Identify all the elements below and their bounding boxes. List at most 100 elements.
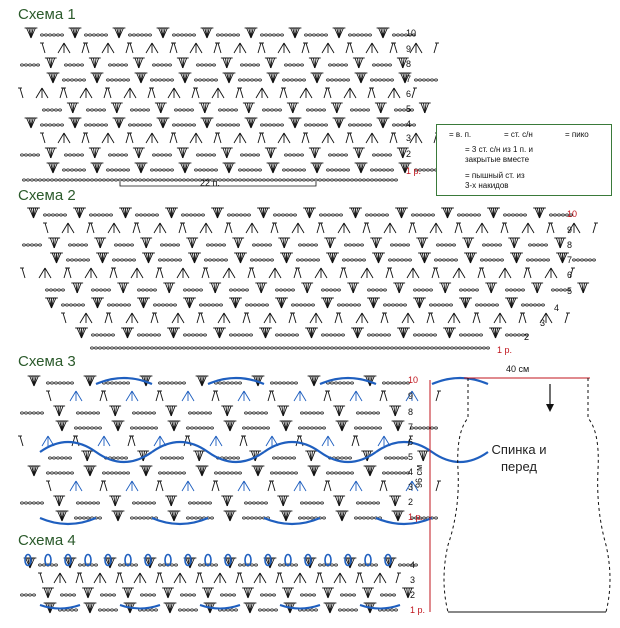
scheme-3-dc [239,435,244,447]
scheme-2-base-chain [410,346,414,350]
scheme-3-chain [382,471,386,475]
scheme-2-bottom-fan [81,327,87,339]
scheme-3-chain [50,381,54,385]
scheme-1-chain [354,108,358,112]
scheme-2-fan [536,282,542,294]
scheme-2-cluster [452,267,460,279]
scheme-3-cluster [411,480,419,492]
scheme-1-dc [349,42,354,54]
scheme-2-chain [557,213,561,217]
scheme-2-chain [185,213,189,217]
scheme-1-chain [412,123,416,127]
scheme-2-bottom-chain [279,333,283,337]
scheme-1-fan [94,57,100,69]
scheme-1-chain [368,123,372,127]
scheme-2-base-chain [178,346,182,350]
scheme-2-fan [76,282,82,294]
scheme-4-chain [238,563,242,567]
scheme-2-chain [459,288,463,292]
scheme-1-dc [323,87,328,99]
scheme-1-dc [389,132,394,144]
scheme-1-fan [94,147,100,159]
scheme-2-chain [362,258,366,262]
scheme-1-chain [334,78,338,82]
scheme-1-fan [338,117,344,129]
scheme-4-fan [167,587,173,599]
scheme-4-chain [170,563,174,567]
scheme-2-chain [275,288,279,292]
scheme-1-chain [198,168,202,172]
scheme-4-puff-stitch [64,553,72,567]
scheme-3-row-4: 4 [408,467,414,477]
scheme-1-fan [424,102,430,114]
scheme-1-chain [54,108,58,112]
scheme-4-puff-stitch [344,553,352,567]
scheme-1-fan [138,57,144,69]
scheme-1-chain [214,78,218,82]
scheme-1-chain [44,123,48,127]
scheme-2-chain [373,213,377,217]
scheme-2-bottom-fan [311,327,317,339]
scheme-1-cluster [167,87,175,99]
scheme-2-dc [178,222,183,234]
scheme-4-chain [74,608,78,612]
scheme-1-dc [129,42,134,54]
scheme-1-fan [74,27,80,39]
scheme-1-base-chain [62,178,66,182]
scheme-2-bottom-fan [127,327,133,339]
scheme-4-chain [322,563,326,567]
scheme-2-base-chain [458,346,462,350]
scheme-2-base-chain [194,346,198,350]
scheme-2-lower-dc [154,312,159,324]
scheme-3-chain [174,471,178,475]
scheme-2-base-chain [214,346,218,350]
scheme-1-dc [327,87,332,99]
scheme-2-chain [434,258,438,262]
scheme-2-chain [181,213,185,217]
scheme-1-chain [276,123,280,127]
scheme-3-chain [306,426,310,430]
scheme-2-dc [500,222,505,234]
scheme-1-chain [250,78,254,82]
scheme-3-chain [86,426,90,430]
scheme-3-chain [70,381,74,385]
scheme-1-base-chain [158,178,162,182]
scheme-2-chain [210,243,214,247]
scheme-2-bottom-chain [463,333,467,337]
scheme-4-scallop-accent [279,604,321,610]
scheme-1-chain [96,123,100,127]
scheme-2-cluster [366,267,374,279]
scheme-3-chain [238,381,242,385]
scheme-2-bottom-chain [433,333,437,337]
scheme-2-lower-cluster [401,312,409,324]
scheme-3-chain [210,516,214,520]
scheme-2-bottom-chain [191,333,195,337]
scheme-1-base-chain [82,178,86,182]
scheme-1-fan [140,72,146,84]
scheme-4-chain [300,593,304,597]
scheme-3-chain [190,516,194,520]
scheme-1-dc [411,87,416,99]
scheme-2-chain [43,213,47,217]
scheme-1-cluster [255,87,263,99]
scheme-3-fan [33,465,39,477]
scheme-2-chain [385,213,389,217]
scheme-1-chain [124,63,128,67]
scheme-2-cluster [130,267,138,279]
scheme-2-chain [176,243,180,247]
scheme-1-chain [210,168,214,172]
scheme-2-chain [153,288,157,292]
scheme-3-chain [202,426,206,430]
scheme-2-bottom-fan [357,327,363,339]
scheme-1-dc [393,42,398,54]
scheme-2-chain [99,288,103,292]
scheme-3-chain [286,471,290,475]
scheme-2-chain [199,288,203,292]
scheme-1-chain [136,33,140,37]
scheme-1-base-chain [394,178,398,182]
scheme-4-chain [106,608,110,612]
scheme-1-dc [147,87,152,99]
scheme-4-chain [188,593,192,597]
scheme-1-chain [282,168,286,172]
scheme-3-chain [300,411,304,415]
